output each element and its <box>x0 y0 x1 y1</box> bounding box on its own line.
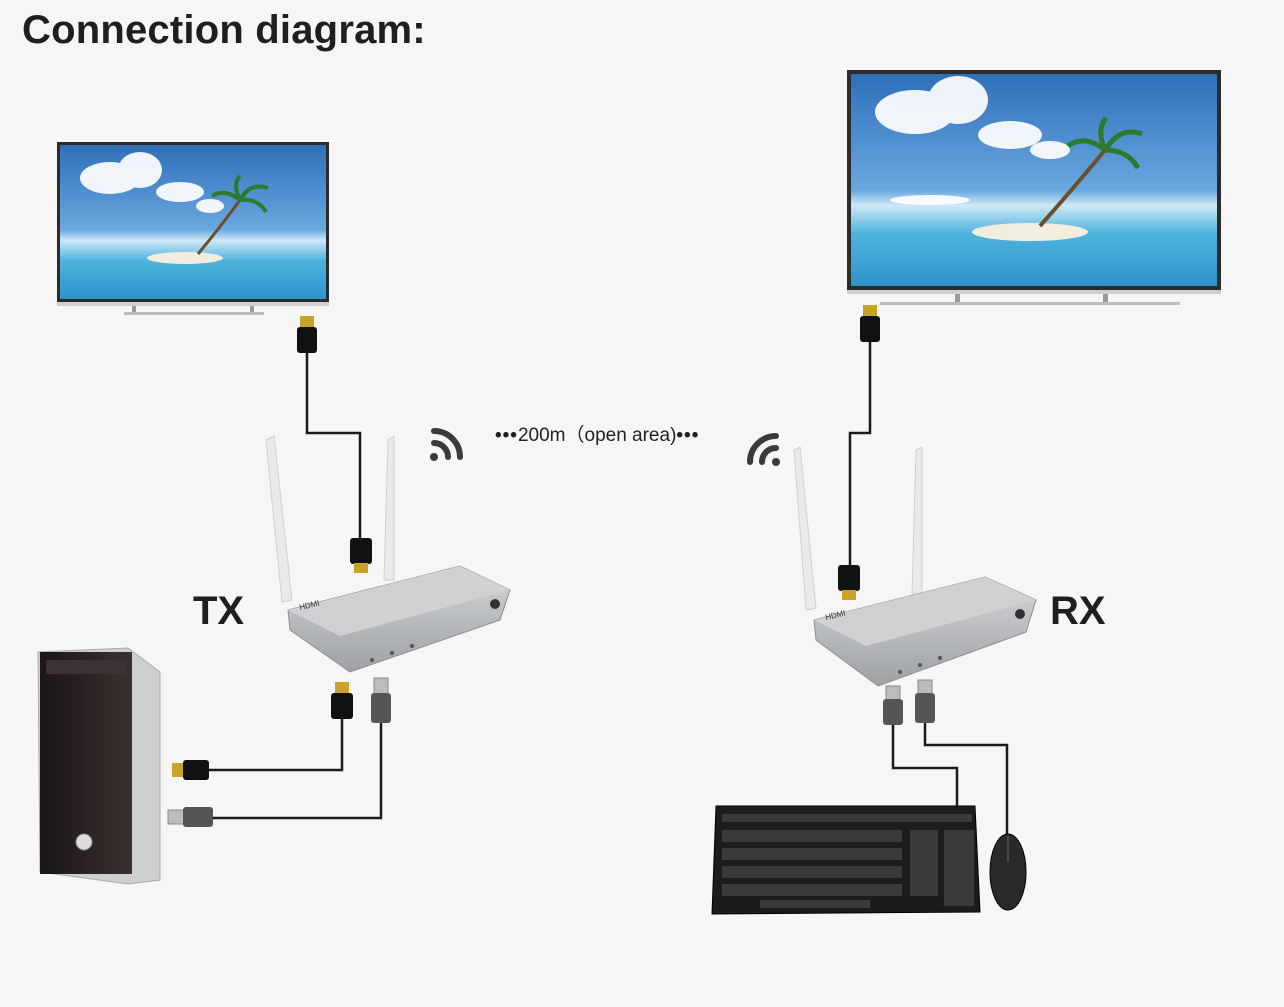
rx-label: RX <box>1050 589 1106 633</box>
brand-label: HDMI <box>824 609 846 622</box>
led-icon <box>898 670 902 674</box>
tv-base <box>124 312 264 315</box>
hdmi-cable-tx-tv <box>305 352 362 540</box>
distance-label: 200m（open area) <box>517 425 677 446</box>
power-button-icon <box>75 833 93 851</box>
tv-base <box>880 302 1180 305</box>
keyboard <box>711 805 981 915</box>
dots-left: ••• <box>495 425 518 446</box>
antenna-right <box>383 435 395 581</box>
hdmi-plug-icon <box>297 316 317 353</box>
led-icon <box>370 658 374 662</box>
mouse <box>989 833 1027 911</box>
antenna-left <box>793 446 817 611</box>
led-icon <box>390 651 394 655</box>
hdmi-plug-icon <box>331 682 353 719</box>
tx-label: TX <box>193 589 245 633</box>
keyboard-keys <box>722 814 974 908</box>
usb-cable-keyboard <box>891 722 959 808</box>
rx-extender: HDMI <box>793 446 1037 687</box>
cloud-shape <box>80 152 224 213</box>
palm-trunk <box>1038 148 1107 228</box>
usb-plug-icon <box>371 677 391 723</box>
usb-plug-icon <box>883 685 903 725</box>
hdmi-plug-icon <box>838 565 860 600</box>
usb-cable-pc <box>213 722 383 820</box>
power-port-icon <box>1015 609 1025 619</box>
tx-extender: HDMI <box>265 435 511 673</box>
dots-right: ••• <box>676 425 700 446</box>
cloud-shape <box>875 76 1070 205</box>
island-shape <box>147 252 223 264</box>
hdmi-plug-icon <box>350 538 372 573</box>
tv-foot-right <box>1103 294 1108 304</box>
distance-annotation: •••200m（open area)••• <box>495 420 699 447</box>
usb-plug-icon <box>915 679 935 723</box>
hdmi-plug-icon <box>172 760 209 780</box>
antenna-left <box>265 435 293 603</box>
tv-stand-bar <box>57 302 329 306</box>
cables-rx <box>848 340 1009 835</box>
tv-display-tx <box>57 142 329 315</box>
wifi-icon <box>747 433 780 466</box>
usb-plug-icon <box>167 807 213 827</box>
extender-top <box>288 566 510 636</box>
extender-top <box>814 577 1036 646</box>
tv-foot-left <box>955 294 960 304</box>
brand-label: HDMI <box>298 599 320 612</box>
drive-bay <box>46 660 126 674</box>
wifi-icon <box>430 428 463 461</box>
usb-cable-mouse <box>923 722 1009 835</box>
power-port-icon <box>490 599 500 609</box>
tv-foot-right <box>250 306 254 314</box>
palm-trunk <box>196 199 242 255</box>
cables-tx <box>208 352 383 820</box>
pc-tower <box>37 647 161 885</box>
palm-leaves <box>1066 116 1143 170</box>
tv-stand-bar <box>847 290 1221 294</box>
mouse-body <box>989 833 1027 911</box>
led-icon <box>410 644 414 648</box>
led-icon <box>918 663 922 667</box>
diagram-title: Connection diagram: <box>22 8 426 52</box>
tv-foot-left <box>132 306 136 314</box>
island-shape <box>972 223 1088 241</box>
hdmi-cable-pc <box>208 715 344 772</box>
palm-leaves <box>210 174 269 214</box>
led-icon <box>938 656 942 660</box>
hdmi-cable-rx-tv <box>848 340 872 568</box>
hdmi-plug-icon <box>860 305 880 342</box>
antenna-right <box>911 446 923 596</box>
tv-display-rx <box>847 70 1221 305</box>
